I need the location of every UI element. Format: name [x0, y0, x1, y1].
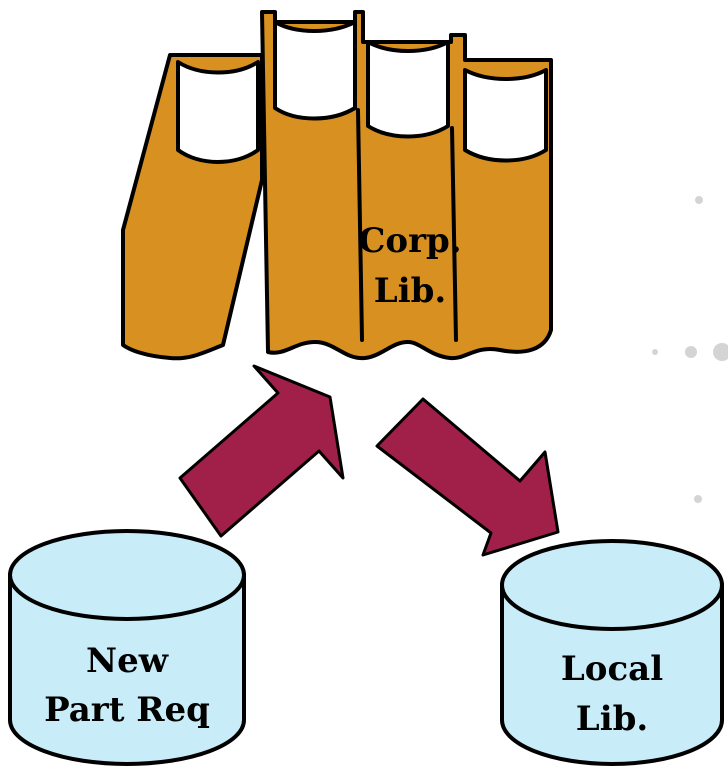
- corporate-library-label-line1: Corp.: [358, 221, 461, 261]
- local-library-database-icon: [500, 539, 724, 766]
- binder-pages-1: [273, 20, 357, 121]
- dot: [713, 343, 728, 361]
- corporate-library-books-icon: [121, 10, 553, 361]
- dot: [685, 346, 697, 358]
- cylinder-top: [8, 529, 246, 621]
- download-arrow: [375, 397, 560, 557]
- new-part-request-label-line2: Part Req: [44, 690, 210, 730]
- leaning-binder-pages: [176, 60, 260, 164]
- local-library-label-line2: Lib.: [576, 699, 648, 739]
- local-library-label-line1: Local: [561, 649, 663, 689]
- new-part-request-label-line1: New: [86, 641, 169, 681]
- binder-divider: [450, 126, 458, 342]
- dot: [694, 495, 702, 503]
- dot: [652, 349, 658, 355]
- new-part-request-database-icon: [8, 529, 246, 766]
- binder-divider: [356, 108, 364, 342]
- decorative-dots: [652, 196, 728, 503]
- corporate-library-label-line2: Lib.: [374, 271, 446, 311]
- binder-pages-3: [463, 68, 548, 163]
- cylinder-body: [500, 583, 724, 766]
- upload-arrow: [178, 364, 345, 538]
- dot: [695, 196, 703, 204]
- cylinder-top: [500, 539, 724, 631]
- binder-pages-2: [366, 40, 450, 139]
- cylinder-body: [8, 573, 246, 766]
